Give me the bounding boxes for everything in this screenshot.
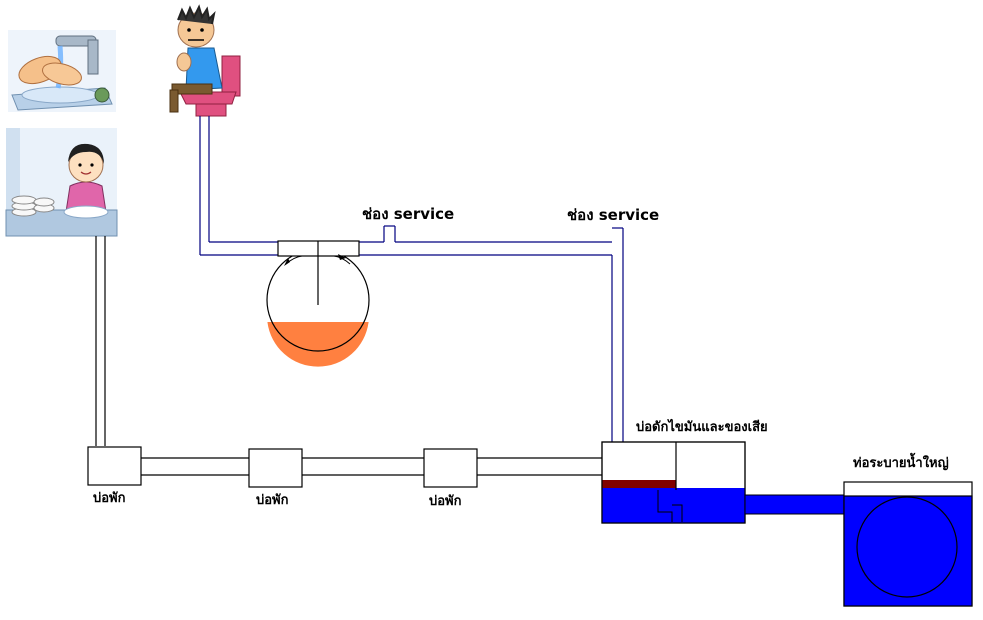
rest-pit-label: บ่อพัก [93, 491, 126, 506]
rest-pit [87, 446, 142, 486]
grease-trap-label: บ่อดักไขมันและของเสีย [636, 418, 768, 435]
service-label: ช่อง service [362, 205, 454, 223]
pipes-black [95, 236, 602, 476]
rest-pit-label: บ่อพัก [429, 494, 462, 509]
dishwash-picture [5, 128, 118, 237]
handwash-picture [8, 30, 116, 112]
main-drain-label: ท่อระบายน้ำใหญ่ [853, 452, 949, 471]
septic-tank [266, 240, 370, 367]
rest-pit [248, 448, 303, 488]
service-label: ช่อง service [567, 206, 659, 224]
rest-pit-label: บ่อพัก [256, 493, 289, 508]
drain-connector-pipe [744, 494, 846, 515]
grease-trap [601, 441, 746, 524]
main-drain [843, 481, 973, 607]
toilet-picture [164, 4, 241, 117]
pipes [199, 116, 624, 442]
rest-pit [423, 448, 478, 488]
